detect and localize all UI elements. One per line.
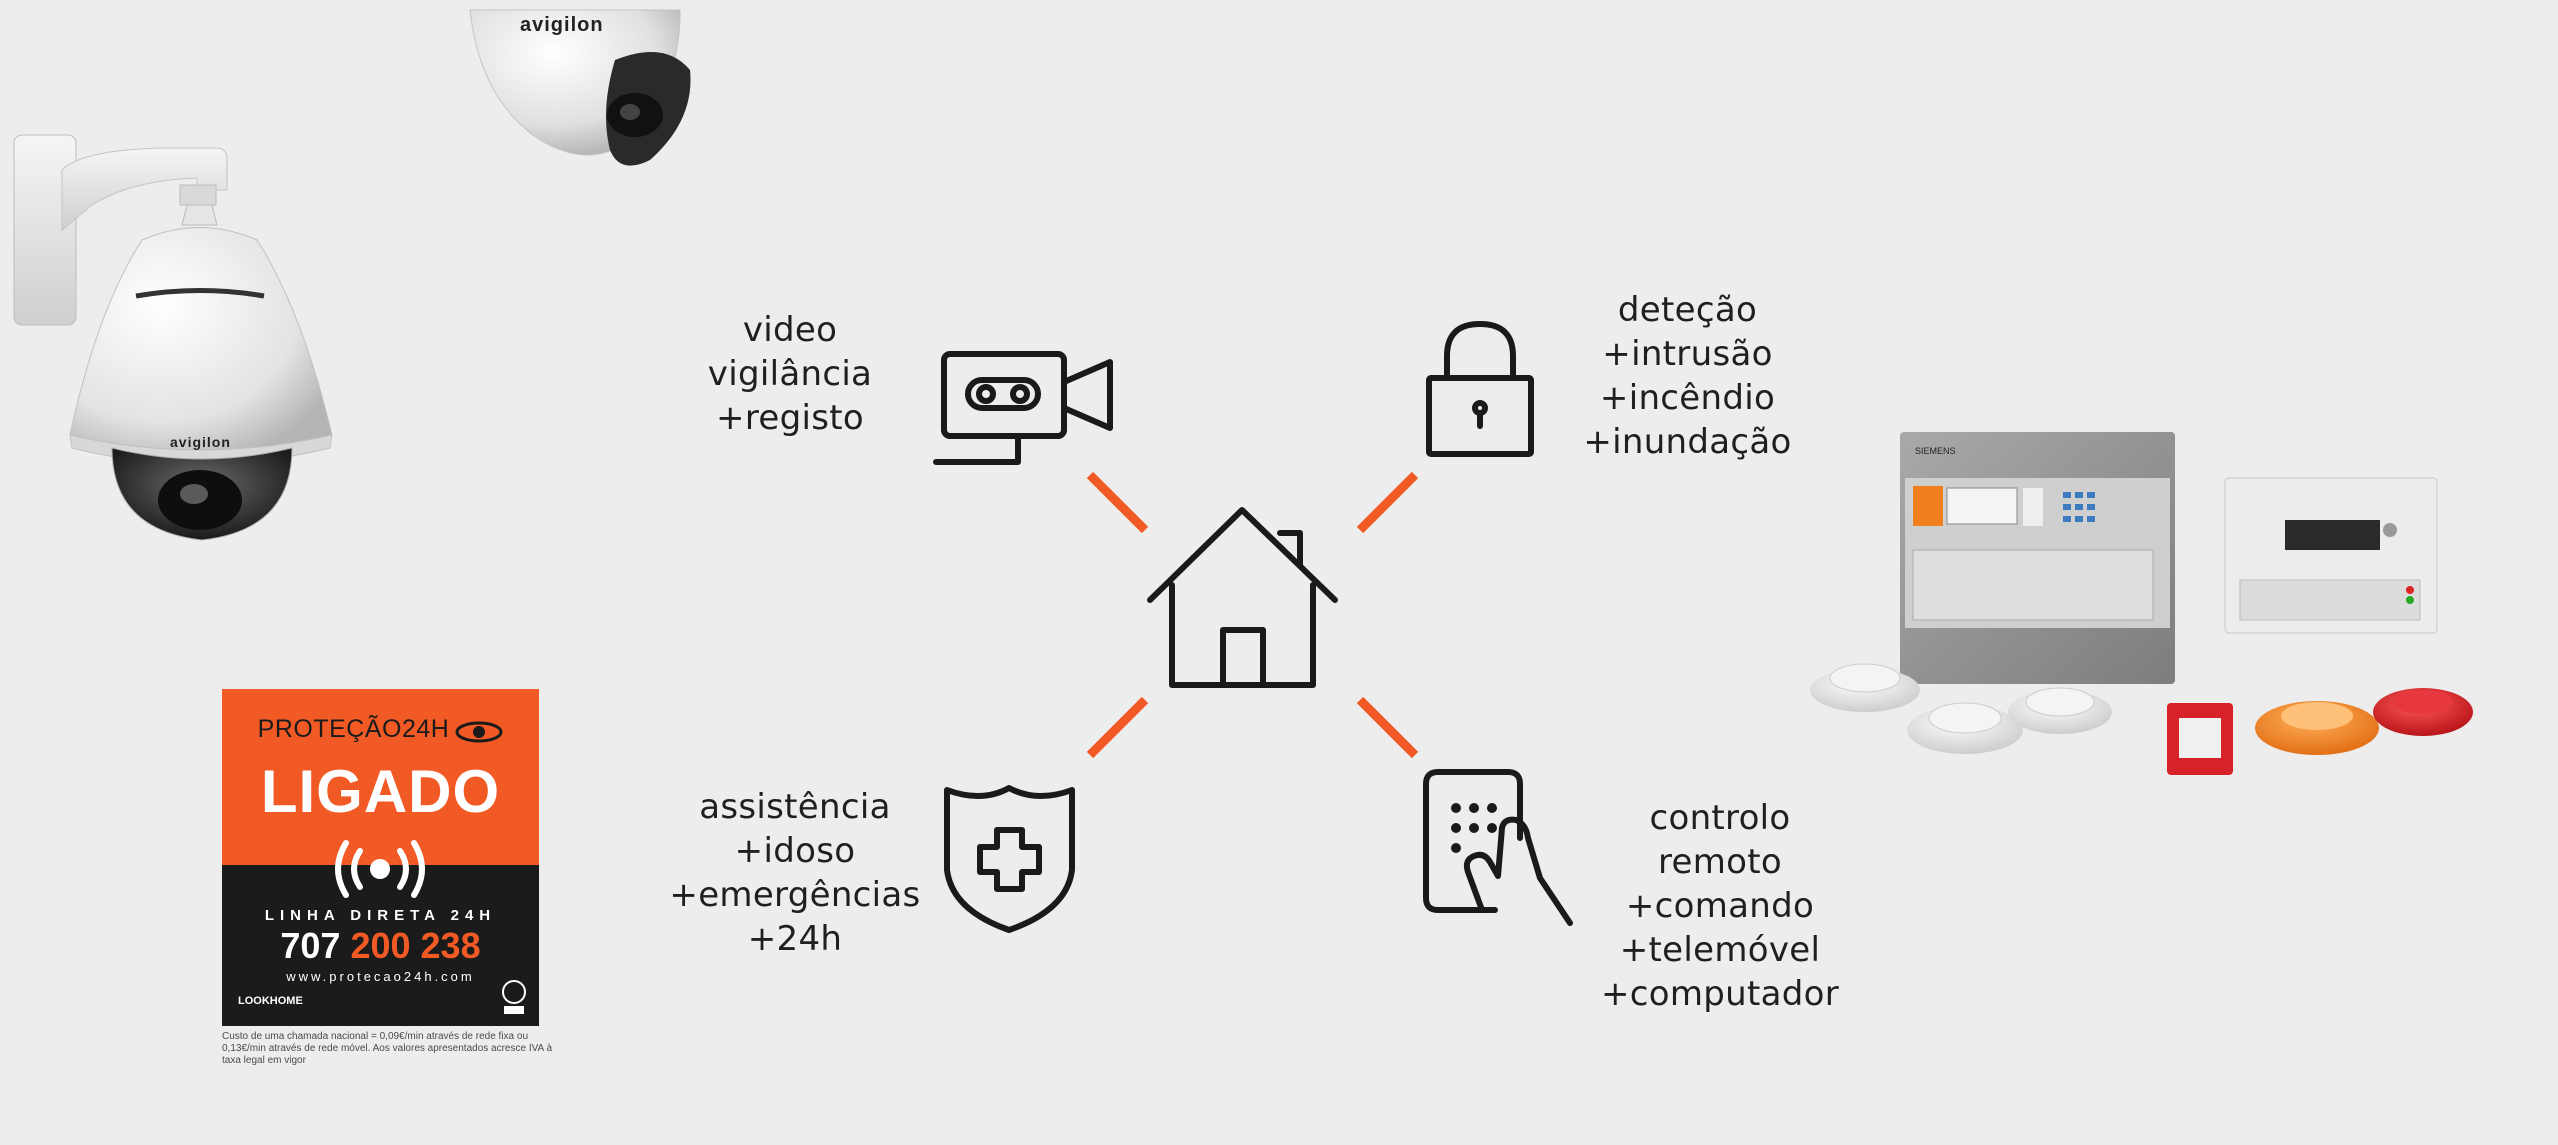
feature-line: +registo <box>716 398 864 438</box>
broadcast-signal-icon <box>330 839 430 899</box>
feature-line: assistência <box>699 787 891 827</box>
ptz-camera-brand: avigilon <box>170 434 231 450</box>
feature-line: video <box>742 310 838 350</box>
ptz-camera-image: avigilon <box>12 130 342 550</box>
sign-url: www.protecao24h.com <box>286 969 475 984</box>
connector-remote <box>1356 696 1419 759</box>
sign-orange-panel <box>222 689 539 865</box>
sign-status: LIGADO <box>260 758 501 825</box>
feature-line: remoto <box>1657 842 1782 882</box>
feature-assistance-text: assistência +idoso +emergências +24h <box>660 785 930 961</box>
connector-lines <box>1086 471 1419 759</box>
hand-keypad-icon <box>1420 768 1585 933</box>
padlock-icon <box>1425 318 1535 458</box>
feature-line: +incêndio <box>1599 378 1776 418</box>
monitoring-sign: PROTEÇÃO24H LIGADO LINHA DIRETA 24H 707 … <box>222 689 539 1026</box>
feature-line: vigilância <box>707 354 873 394</box>
feature-line: +inundação <box>1583 422 1792 462</box>
feature-line: controlo <box>1649 798 1791 838</box>
house-icon <box>1145 505 1340 690</box>
sign-phone: 707 200 238 <box>222 925 539 967</box>
panel-brand-text: SIEMENS <box>1915 446 1956 456</box>
feature-line: +computador <box>1600 974 1840 1014</box>
feature-line: +idoso <box>734 831 856 871</box>
feature-video-text: video vigilância +registo <box>690 308 890 440</box>
shield-cross-icon <box>942 785 1077 935</box>
feature-line: deteção <box>1617 290 1758 330</box>
eye-logo-icon <box>455 721 503 743</box>
sign-brand-text: PROTEÇÃO24H <box>257 715 450 743</box>
feature-line: +comando <box>1625 886 1815 926</box>
dome-camera-brand: avigilon <box>520 14 604 36</box>
sign-phone-prefix: 707 <box>280 925 341 966</box>
sign-disclaimer: Custo de uma chamada nacional = 0,09€/mi… <box>222 1031 552 1066</box>
connector-video <box>1086 471 1149 534</box>
sign-phone-number: 200 238 <box>350 925 481 966</box>
connector-assistance <box>1086 696 1149 759</box>
feature-remote-text: controlo remoto +comando +telemóvel +com… <box>1595 796 1845 1016</box>
feature-line: +intrusão <box>1602 334 1773 374</box>
certification-seal-icon <box>500 979 528 1015</box>
sign-footer-brand: LOOKHOME <box>238 995 303 1007</box>
feature-detection-text: deteção +intrusão +incêndio +inundação <box>1570 288 1805 464</box>
feature-line: +telemóvel <box>1619 930 1821 970</box>
dome-camera-image: avigilon <box>460 0 700 175</box>
connector-detection <box>1356 471 1419 534</box>
sign-brand: PROTEÇÃO24H <box>222 715 539 744</box>
video-camera-icon <box>930 350 1125 468</box>
fire-alarm-equipment-image: SIEMENS <box>1805 420 2485 815</box>
sign-line-label: LINHA DIRETA 24H <box>264 907 497 924</box>
feature-line: +24h <box>747 919 843 959</box>
feature-line: +emergências <box>669 875 921 915</box>
